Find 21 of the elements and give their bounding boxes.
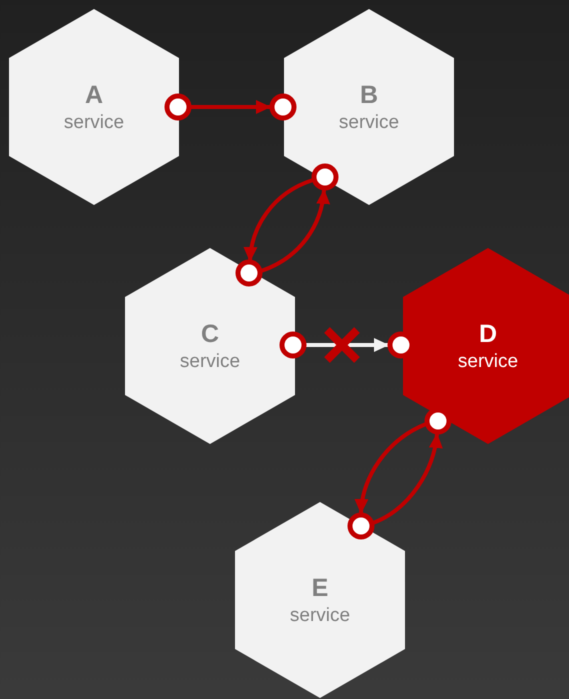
hexagon-node [403,248,569,444]
node-letter: A [84,80,104,110]
node-label: service [338,110,400,134]
node-label: service [290,604,350,628]
arrow [190,100,271,114]
arrow [372,433,442,525]
node-letter: B [360,80,378,110]
hexagon-node [284,9,454,205]
node-label: service [64,110,124,134]
node-letter: E [312,572,328,604]
arrow [244,178,314,262]
node-label: service [180,350,240,374]
node-letter: D [478,318,498,350]
arrow [355,422,427,514]
hexagon-node [125,248,295,444]
node-letter: C [200,318,220,350]
arrow [260,189,330,273]
node-label: service [458,350,518,374]
arrow [305,338,389,352]
hexagon-node [235,502,405,698]
hexagon-node [9,9,179,205]
